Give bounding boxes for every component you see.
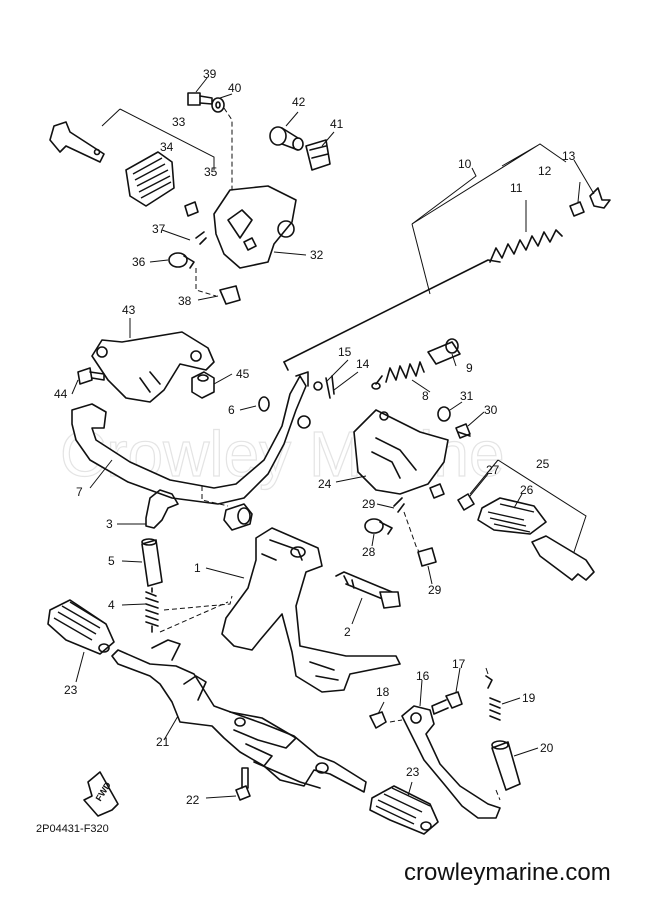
callout: 41	[330, 117, 344, 131]
callout: 44	[54, 387, 68, 401]
callout: 21	[156, 735, 170, 749]
fwd-arrow-icon: FWD	[83, 771, 119, 817]
callout: 33	[172, 115, 186, 129]
front-footrest-assembly	[353, 406, 595, 581]
callout: 30	[484, 403, 498, 417]
callout: 42	[292, 95, 306, 109]
stand-bracket-and-arm	[71, 331, 335, 507]
callout: 12	[538, 164, 552, 178]
rear-footrest-assembly	[49, 92, 331, 305]
callout: 7	[76, 485, 83, 499]
callout: 3	[106, 517, 113, 531]
website-link[interactable]: crowleymarine.com	[404, 859, 611, 886]
callout: 18	[376, 685, 390, 699]
brake-rod-assembly	[283, 143, 611, 371]
callout: 22	[186, 793, 200, 807]
callout: 24	[318, 477, 332, 491]
callout: 43	[122, 303, 136, 317]
callout: 29	[428, 583, 442, 597]
callout-numbers: 39 40 42 41 33 34 35 37 36 38 32 10 11 1…	[54, 67, 576, 807]
callout: 19	[522, 691, 536, 705]
callout: 8	[422, 389, 429, 403]
callout: 1	[194, 561, 201, 575]
callout: 13	[562, 149, 576, 163]
callout: 2	[344, 625, 351, 639]
main-stand-assembly	[141, 489, 401, 693]
callout: 34	[160, 140, 174, 154]
callout: 39	[203, 67, 217, 81]
footrest-bar-assembly	[47, 599, 521, 835]
diagram-code: 2P04431-F320	[36, 823, 109, 835]
callout: 14	[356, 357, 370, 371]
callout: 31	[460, 389, 474, 403]
callout: 6	[228, 403, 235, 417]
callout: 26	[520, 483, 534, 497]
callout: 17	[452, 657, 466, 671]
callout: 15	[338, 345, 352, 359]
callout: 27	[486, 463, 500, 477]
callout: 37	[152, 222, 166, 236]
stand-spring-set	[371, 338, 461, 390]
callout: 23	[64, 683, 78, 697]
callout: 32	[310, 248, 324, 262]
callout: 11	[510, 181, 523, 195]
callout: 25	[536, 457, 550, 471]
callout: 4	[108, 598, 115, 612]
callout: 40	[228, 81, 242, 95]
callout: 5	[108, 554, 115, 568]
leader-lines	[71, 77, 595, 799]
callout: 36	[132, 255, 146, 269]
callout: 45	[236, 367, 250, 381]
callout: 23	[406, 765, 420, 779]
callout: 29	[362, 497, 376, 511]
callout: 28	[362, 545, 376, 559]
callout: 16	[416, 669, 430, 683]
callout: 35	[204, 165, 218, 179]
callout: 38	[178, 294, 192, 308]
callout: 9	[466, 361, 473, 375]
callout: 10	[458, 157, 472, 171]
callout: 20	[540, 741, 554, 755]
